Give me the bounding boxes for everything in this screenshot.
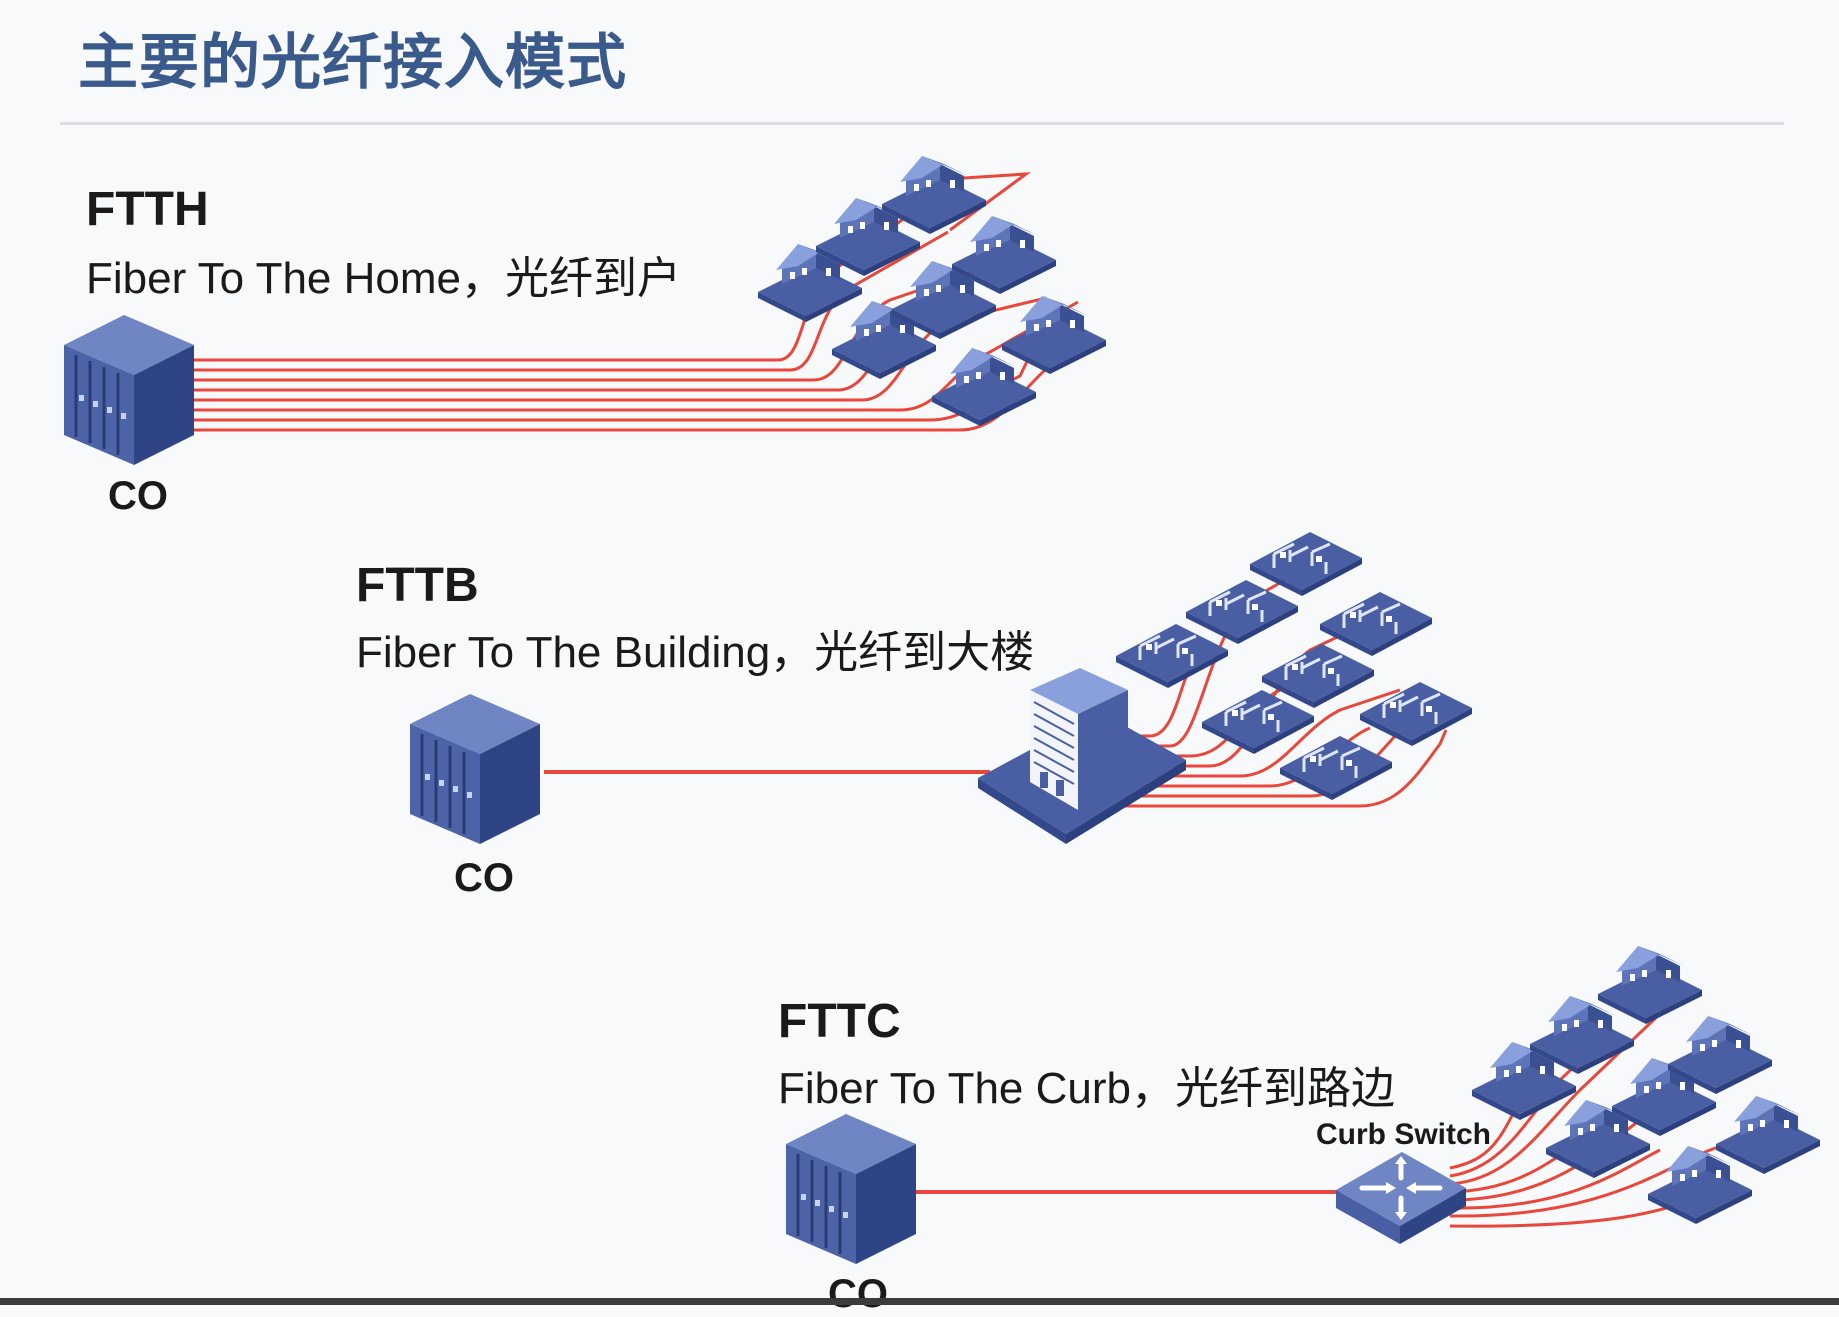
fttb-co-server-icon [408,692,542,846]
office-icon [1318,590,1434,658]
fttc-co-server-icon [784,1112,918,1266]
office-icon [1184,578,1300,646]
fttb-label: FTTB [356,559,479,612]
fttb-co-label: CO [454,856,514,900]
office-icon [1358,680,1474,748]
ftth-label: FTTH [86,183,209,236]
ftth-co-label: CO [108,474,168,518]
house-icon [1598,946,1702,1024]
page-title: 主要的光纤接入模式 [78,28,627,98]
fttc-description: Fiber To The Curb，光纤到路边 [778,1064,1395,1113]
ftth-description: Fiber To The Home，光纤到户 [86,254,681,303]
fttc-label: FTTC [778,995,901,1048]
fttc-co-label: CO [828,1272,888,1316]
fttb-description: Fiber To The Building，光纤到大楼 [356,628,1035,677]
curb-switch-label: Curb Switch [1316,1118,1492,1151]
ftth-co-server-icon [62,313,196,467]
house-icon [1716,1096,1820,1174]
office-icon [1248,530,1364,598]
title-divider [60,122,1784,125]
office-icon [1114,622,1230,690]
bottom-edge-bar [0,1298,1839,1305]
building-icon [978,668,1186,844]
curb-switch-icon [1336,1152,1466,1244]
